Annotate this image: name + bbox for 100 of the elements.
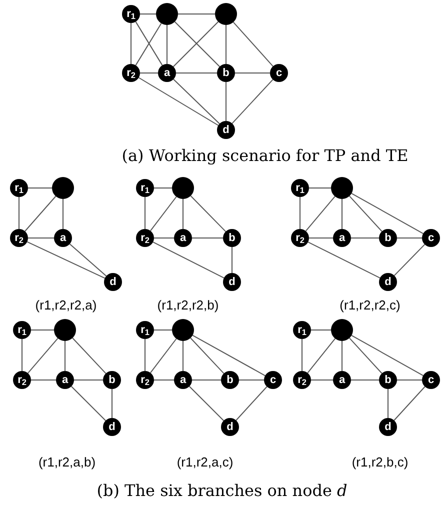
node-label: b [384,232,392,244]
node-label: d [228,276,236,288]
caption: (r1,r2,a,c) [176,453,234,472]
graph-edge [182,198,184,230]
node-label: b [222,68,230,78]
node-label: r$_{2}$ [140,232,150,244]
graph-edge [234,72,270,74]
graph-node [215,3,237,25]
graph-edge [351,192,424,234]
graph-edge [188,386,224,422]
graph-edge [24,196,56,232]
graph-node [379,418,397,436]
graph-edge [27,338,58,374]
node-label: d [384,422,392,432]
node-label: c [428,232,434,244]
graph-node [331,319,353,341]
graph-node [10,179,28,197]
caption: (r1,r2,r2,b) [157,296,219,314]
graph-node [103,418,121,436]
caption: (r1,r2,a,b) [38,453,96,472]
graph-node [10,229,28,247]
node-label: a [60,232,66,244]
node-label: a [180,374,186,386]
graph-node [136,321,154,339]
graph-node [221,371,239,389]
graph-node [13,371,31,389]
graph-node [270,64,288,82]
graph-node [333,229,351,247]
node-label: r$_{1}$ [126,8,136,20]
graph-node [291,179,309,197]
node-label: r$_{1}$ [296,182,304,194]
node-label: a [338,374,346,386]
graph-edge [144,196,146,230]
graph-edge [190,338,224,374]
graph-node [291,229,309,247]
graph-edge [70,386,106,422]
graph-edge [176,72,218,74]
graph-edge [144,338,146,372]
graph-node [223,273,241,291]
graph-node [174,229,192,247]
graph-node [136,371,154,389]
graph-edge [394,386,426,421]
graph-node [172,177,194,199]
node-label: b [108,374,116,386]
node-label: r$_{1}$ [298,324,306,336]
graph-edge [150,338,177,374]
graph-node [422,229,440,247]
graph-edge [190,195,226,232]
graph-edge [64,340,66,372]
node-label: r$_{1}$ [14,182,24,194]
node-label: r$_{2}$ [296,232,304,244]
graph-edge [232,22,274,67]
graph-node [293,371,311,389]
node-label: c [270,374,276,386]
graph-edge [182,340,184,372]
graph-node [54,319,76,341]
graph-node [217,64,235,82]
graph-edge [130,22,132,64]
graph-node [174,371,192,389]
node-label: b [226,374,234,386]
node-label: d [226,422,234,432]
node-label: a [164,68,170,78]
graph-edge [308,242,380,278]
graph-edge [69,243,107,277]
graph-node [136,229,154,247]
caption: (r1,r2,r2,c) [340,296,400,314]
graph-node [56,371,74,389]
graph-node [264,371,282,389]
node-label: r$_{2}$ [126,68,136,78]
node-label: r$_{1}$ [140,182,150,194]
graph-node [221,418,239,436]
graph-edge [62,198,64,230]
node-label: c [276,68,282,78]
caption: (a) Working scenario for TP and TE [122,145,408,167]
graph-node [13,321,31,339]
graph-edge [150,196,177,232]
node-label: r$_{2}$ [18,374,26,386]
caption: (r1,r2,r2,a) [35,296,97,314]
graph-node [52,177,74,199]
graph-edge [192,334,266,376]
graph-node [122,5,140,23]
graph-edge [166,24,168,64]
node-label: a [62,374,68,386]
node-label: d [384,276,392,288]
caption: (r1,r2,b,c) [352,453,408,472]
node-label: a [338,232,346,244]
graph-node [293,321,311,339]
graph-node [103,371,121,389]
graph-node [136,179,154,197]
node-label: c [428,374,434,386]
graph-node [122,64,140,82]
node-label: r$_{2}$ [14,232,24,244]
graph-edge [152,242,224,278]
node-label: r$_{1}$ [140,324,150,336]
graph-edge [138,77,219,126]
graph-node [156,3,178,25]
node-label: r$_{1}$ [18,324,26,336]
graph-edge [72,338,106,374]
graph-node [422,371,440,389]
graph-node [223,229,241,247]
